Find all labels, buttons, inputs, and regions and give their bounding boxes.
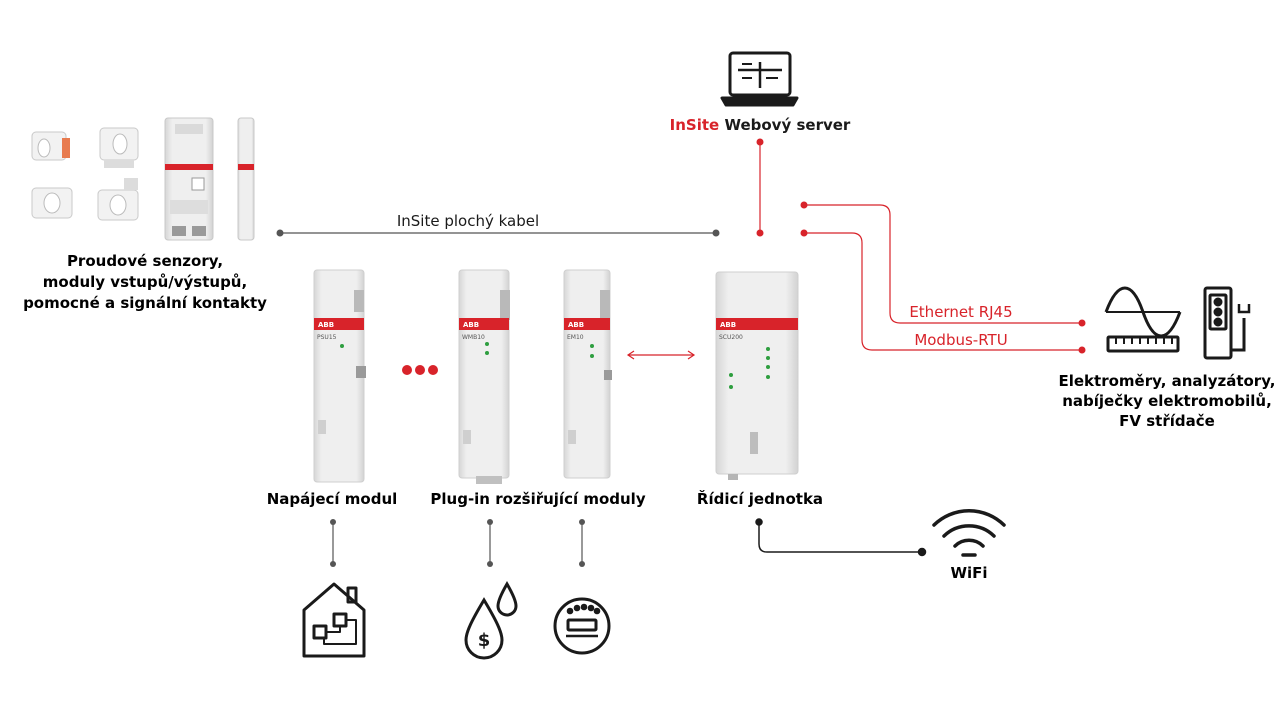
modbus-label: Modbus-RTU — [914, 331, 1007, 349]
current-sensor-1 — [31, 131, 70, 161]
bus-link-arrow — [626, 350, 696, 360]
plugin-caption: Plug-in rozšiřující moduly — [430, 490, 645, 508]
wmb-model: WMB10 — [462, 334, 485, 341]
devices-label-line3: FV střídače — [1119, 412, 1215, 430]
ev-charger-icon — [1203, 286, 1251, 360]
scu-module: ABB SCU200 — [715, 271, 799, 480]
ethernet-label: Ethernet RJ45 — [909, 303, 1012, 321]
modbus-connector — [804, 232, 1082, 351]
io-module — [164, 117, 214, 241]
wifi-connector — [755, 518, 927, 557]
devices-label-line2: nabíječky elektromobilů, — [1062, 392, 1272, 410]
web-server-label: InSite Webový server — [670, 116, 851, 134]
ethernet-end-dot — [1078, 319, 1086, 327]
psu-brand: ABB — [318, 321, 334, 329]
web-server-text: Webový server — [719, 116, 851, 134]
sine-wave-meter-icon — [1104, 286, 1182, 353]
current-sensor-4 — [97, 178, 139, 221]
ethernet-start-dot — [800, 201, 808, 209]
flat-cable-connector — [276, 229, 720, 237]
em-module: ABB EM10 — [563, 269, 612, 479]
sensors-label-line3: pomocné a signální kontakty — [23, 294, 267, 312]
web-server-brand: InSite — [670, 116, 720, 134]
current-sensor-3 — [31, 187, 73, 219]
scu-brand: ABB — [720, 321, 736, 329]
water-drops-icon: $ — [464, 581, 518, 660]
more-modules-dots — [402, 365, 438, 375]
sensors-label-line1: Proudové senzory, — [67, 252, 223, 270]
psu-model: PSU15 — [317, 334, 337, 341]
wmb-brand: ABB — [463, 321, 479, 329]
wmb-module: ABB WMB10 — [458, 269, 510, 484]
wifi-icon — [932, 508, 1006, 557]
laptop-icon — [720, 51, 799, 107]
meter-icon — [553, 597, 611, 655]
psu-module: ABB PSU15 — [313, 269, 366, 483]
em-brand: ABB — [568, 321, 584, 329]
modbus-end-dot — [1078, 346, 1086, 354]
svg-text:$: $ — [478, 630, 491, 651]
devices-label-line1: Elektroměry, analyzátory, — [1058, 372, 1275, 390]
current-sensor-2 — [99, 127, 139, 168]
house-circuit-icon — [302, 582, 366, 658]
psu-caption: Napájecí modul — [267, 490, 398, 508]
em-connector — [579, 519, 585, 567]
signal-contact-module — [237, 117, 255, 241]
web-server-connector — [756, 138, 764, 237]
wmb-connector — [487, 519, 493, 567]
scu-model: SCU200 — [719, 334, 743, 341]
sensors-label-line2: moduly vstupů/výstupů, — [43, 273, 247, 291]
wifi-label: WiFi — [950, 564, 987, 582]
modbus-start-dot — [800, 229, 808, 237]
ethernet-connector — [804, 204, 1082, 324]
em-model: EM10 — [567, 334, 584, 341]
psu-connector — [330, 519, 336, 567]
control-caption: Řídicí jednotka — [697, 489, 823, 508]
cable-label: InSite plochý kabel — [397, 212, 539, 230]
